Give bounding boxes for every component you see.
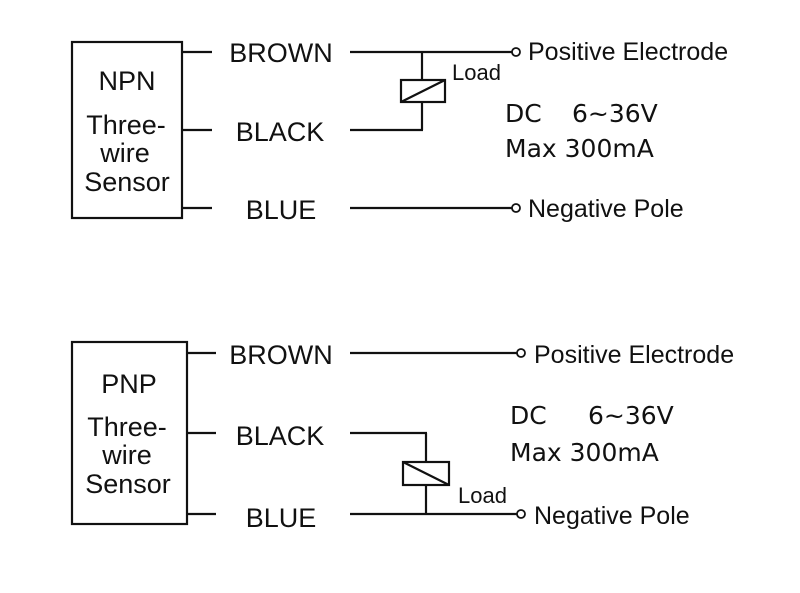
pnp-sensor-desc-line3: Sensor [85, 469, 171, 499]
npn-wire-label-blue: BLUE [246, 195, 317, 225]
pnp-negative-terminal[interactable] [516, 509, 526, 519]
pnp-wire-label-blue: BLUE [246, 503, 317, 533]
pnp-wire-label-brown: BROWN [229, 340, 333, 370]
pnp-sensor-desc-line1: Three- [87, 412, 167, 442]
npn-positive-label: Positive Electrode [528, 38, 728, 66]
npn-negative-label: Negative Pole [528, 195, 684, 223]
npn-sensor-desc-line2: wire [99, 138, 150, 168]
pnp-spec-dc: DC [510, 401, 547, 430]
pnp-sensor-box [70, 340, 189, 526]
pnp-positive-terminal[interactable] [516, 348, 526, 358]
npn-wire-label-black: BLACK [236, 117, 325, 147]
npn-load-relay [399, 52, 447, 130]
npn-spec-current: Max 300mA [505, 134, 654, 163]
pnp-diagram: PNP Three- wire Sensor BROWN BLACK BLUE … [70, 340, 734, 533]
npn-diagram: NPN Three- wire Sensor BROWN BLACK BLUE … [70, 38, 728, 225]
npn-positive-terminal[interactable] [511, 47, 521, 57]
npn-load-coil-diagonal [400, 79, 446, 103]
pnp-sensor-desc-line2: wire [101, 440, 152, 470]
npn-sensor-desc-line1: Three- [86, 110, 166, 140]
pnp-sensor-type: PNP [101, 369, 157, 399]
pnp-load-relay [401, 433, 451, 514]
npn-spec-dc: DC [505, 99, 542, 128]
pnp-wire-label-black: BLACK [236, 421, 325, 451]
npn-sensor-type: NPN [98, 66, 155, 96]
pnp-spec-current: Max 300mA [510, 438, 659, 467]
npn-spec-voltage: 6~36V [572, 99, 658, 128]
pnp-positive-label: Positive Electrode [534, 341, 734, 369]
pnp-spec-voltage: 6~36V [588, 401, 674, 430]
pnp-negative-label: Negative Pole [534, 502, 690, 530]
npn-negative-terminal[interactable] [511, 203, 521, 213]
npn-load-label: Load [452, 60, 501, 85]
pnp-load-label: Load [458, 483, 507, 508]
pnp-load-coil-diagonal [402, 461, 450, 486]
npn-sensor-desc-line3: Sensor [84, 167, 170, 197]
npn-sensor-box [70, 40, 184, 220]
npn-wire-label-brown: BROWN [229, 38, 333, 68]
